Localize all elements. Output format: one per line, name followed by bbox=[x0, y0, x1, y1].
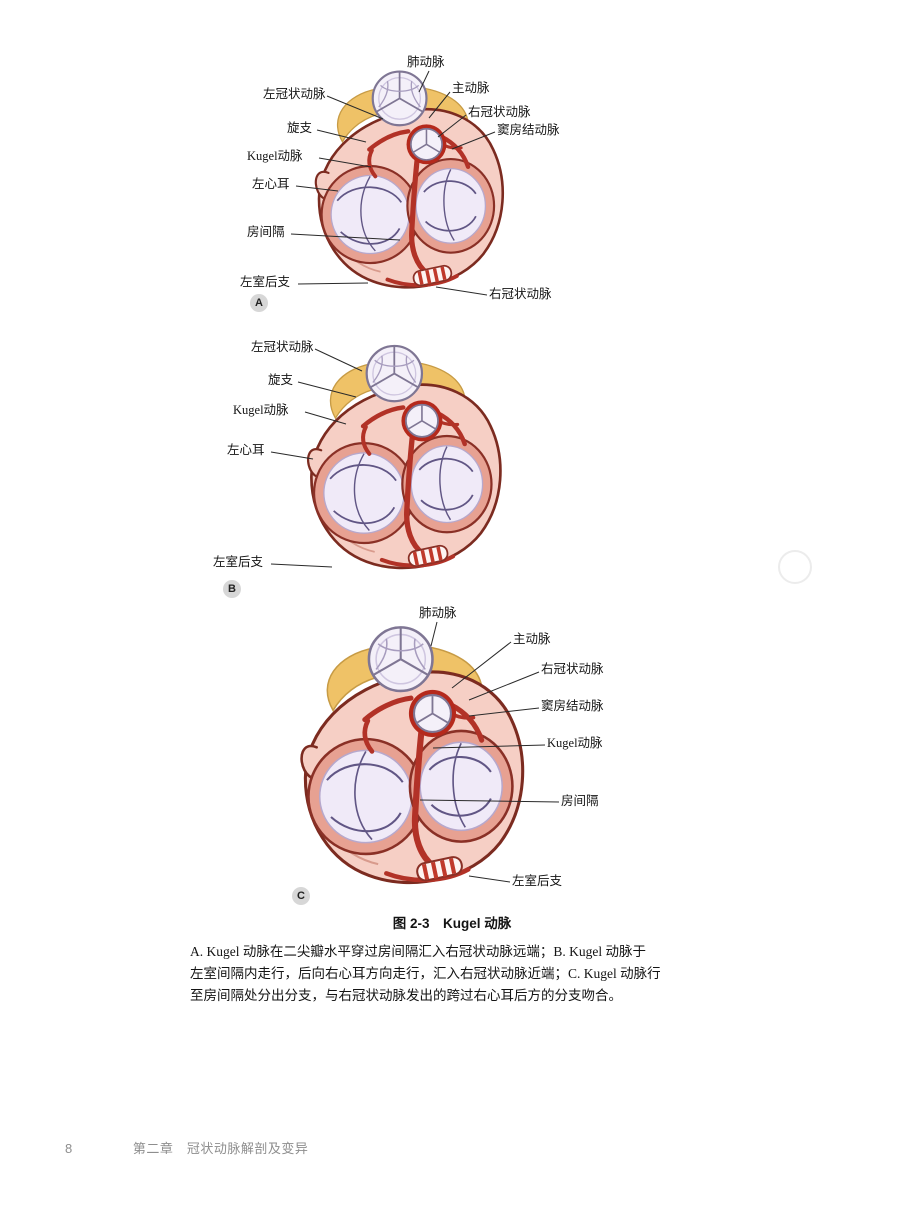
label-right-coronary-bottom-a: 右冠状动脉 bbox=[489, 287, 552, 301]
label-posterior-lv-branch-c: 左室后支 bbox=[512, 874, 563, 888]
heart-illustration-b bbox=[308, 346, 500, 568]
label-left-coronary-a: 左冠状动脉 bbox=[263, 87, 326, 101]
label-atrial-septum-a: 房间隔 bbox=[247, 225, 285, 239]
label-posterior-lv-branch-a: 左室后支 bbox=[240, 275, 291, 289]
label-circumflex-a: 旋支 bbox=[287, 121, 313, 135]
label-left-coronary-b: 左冠状动脉 bbox=[251, 340, 314, 354]
label-kugel-artery-c: Kugel动脉 bbox=[547, 736, 603, 750]
label-left-atrial-appendage-a: 左心耳 bbox=[252, 177, 290, 191]
label-kugel-artery-b: Kugel动脉 bbox=[233, 403, 289, 417]
figure-caption-line-1: A. Kugel 动脉在二尖瓣水平穿过房间隔汇入右冠状动脉远端；B. Kugel… bbox=[190, 944, 646, 959]
heart-illustration-a bbox=[316, 72, 503, 288]
label-posterior-lv-branch-b: 左室后支 bbox=[213, 555, 264, 569]
figure-caption: 图 2-3 Kugel 动脉 A. Kugel 动脉在二尖瓣水平穿过房间隔汇入右… bbox=[190, 912, 714, 1007]
label-right-coronary-c: 右冠状动脉 bbox=[541, 662, 604, 676]
page-number: 8 bbox=[65, 1141, 73, 1156]
leader-lines-panel-b bbox=[270, 348, 363, 568]
figure-caption-title: 图 2-3 Kugel 动脉 bbox=[392, 916, 512, 931]
page-footer: 8 第二章 冠状动脉解剖及变异 bbox=[65, 1138, 308, 1157]
label-kugel-artery-a: Kugel动脉 bbox=[247, 149, 303, 163]
label-sa-node-artery-a: 窦房结动脉 bbox=[497, 123, 560, 137]
leader-lines-panel-c bbox=[419, 621, 560, 883]
label-pulmonary-artery-c: 肺动脉 bbox=[419, 606, 457, 620]
label-atrial-septum-c: 房间隔 bbox=[561, 794, 599, 808]
leader-lines-panel-a bbox=[290, 70, 496, 296]
label-right-coronary-a: 右冠状动脉 bbox=[468, 105, 531, 119]
watermark bbox=[778, 550, 812, 584]
label-aorta-c: 主动脉 bbox=[513, 632, 551, 646]
panel-badge-c: C bbox=[292, 887, 310, 905]
heart-illustration-c bbox=[302, 627, 523, 882]
panel-badge-b: B bbox=[223, 580, 241, 598]
label-sa-node-artery-c: 窦房结动脉 bbox=[541, 699, 604, 713]
figure-caption-line-3: 至房间隔处分出分支，与右冠状动脉发出的跨过右心耳后方的分支吻合。 bbox=[190, 988, 622, 1003]
figure-caption-line-2: 左室间隔内走行，后向右心耳方向走行，汇入右冠状动脉近端；C. Kugel 动脉行 bbox=[190, 966, 661, 981]
chapter-title: 第二章 冠状动脉解剖及变异 bbox=[132, 1141, 309, 1156]
panel-badge-a: A bbox=[250, 294, 268, 312]
label-pulmonary-artery-a: 肺动脉 bbox=[407, 55, 445, 69]
label-left-atrial-appendage-b: 左心耳 bbox=[227, 443, 265, 457]
label-aorta-a: 主动脉 bbox=[452, 81, 490, 95]
label-circumflex-b: 旋支 bbox=[268, 373, 294, 387]
